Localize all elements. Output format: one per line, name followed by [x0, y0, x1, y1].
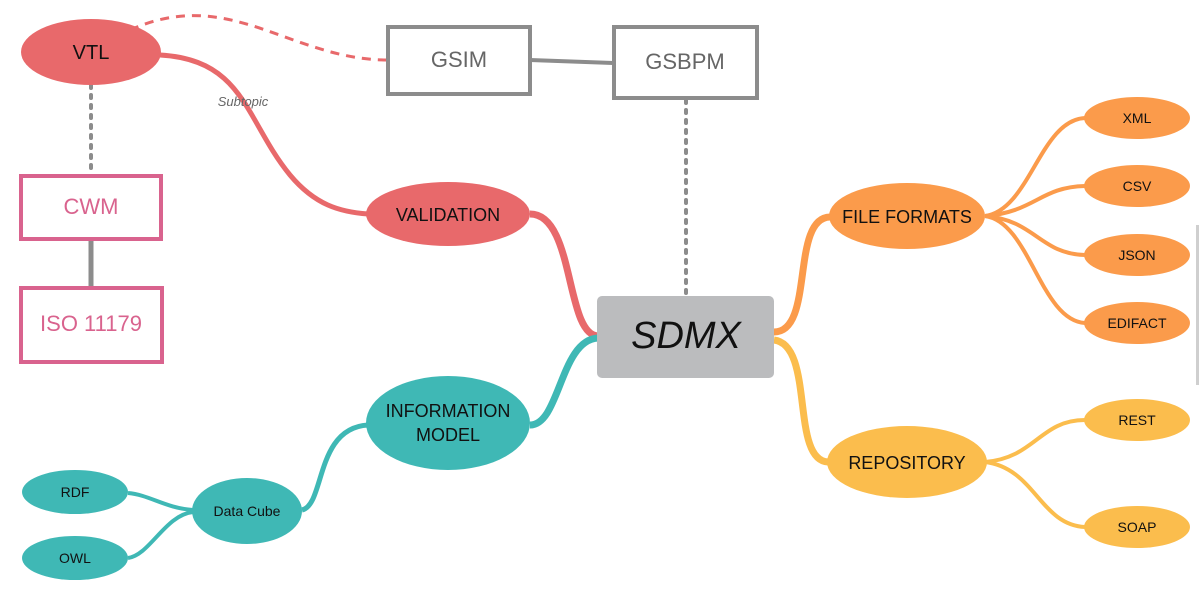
connector-file-formats-edifact	[984, 214, 1086, 325]
node-file-formats-label: FILE FORMATS	[842, 207, 972, 227]
node-validation-label: VALIDATION	[396, 205, 500, 225]
node-json-label: JSON	[1118, 247, 1155, 263]
node-owl-label: OWL	[59, 550, 91, 566]
connector-information-model-data-cube	[300, 422, 369, 513]
node-json[interactable]: JSON	[1084, 234, 1190, 276]
node-rest[interactable]: REST	[1084, 399, 1190, 441]
node-information-model-label-line2: MODEL	[416, 425, 480, 445]
node-edifact-label: EDIFACT	[1107, 315, 1167, 331]
connector-data-cube-owl	[127, 510, 194, 560]
node-gsbpm[interactable]: GSBPM	[612, 25, 759, 100]
node-repository-label: REPOSITORY	[848, 453, 965, 473]
connector-vtl-validation	[159, 52, 369, 217]
node-iso-11179[interactable]: ISO 11179	[19, 286, 164, 364]
node-xml-label: XML	[1123, 110, 1152, 126]
node-owl[interactable]: OWL	[22, 536, 128, 580]
node-gsbpm-label: GSBPM	[645, 49, 724, 74]
node-rest-label: REST	[1118, 412, 1156, 428]
node-cwm-label: CWM	[64, 194, 119, 219]
node-gsim-label: GSIM	[431, 47, 487, 72]
scrollbar-indicator[interactable]	[1196, 225, 1199, 385]
node-cwm[interactable]: CWM	[19, 174, 163, 241]
node-rdf[interactable]: RDF	[22, 470, 128, 514]
connector-sdmx-repository	[773, 336, 829, 466]
connector-file-formats-csv	[984, 184, 1086, 218]
connector-sdmx-file-formats	[773, 213, 831, 336]
connector-repository-soap	[984, 460, 1086, 529]
node-rdf-label: RDF	[61, 484, 90, 500]
connector-data-cube-rdf	[127, 491, 194, 512]
node-csv[interactable]: CSV	[1084, 165, 1190, 207]
node-file-formats[interactable]: FILE FORMATS	[829, 183, 985, 249]
node-soap[interactable]: SOAP	[1084, 506, 1190, 548]
node-csv-label: CSV	[1123, 178, 1152, 194]
connector-file-formats-json	[984, 214, 1086, 257]
connector-vtl-gsim	[129, 14, 389, 62]
connector-repository-rest	[984, 418, 1086, 464]
node-repository[interactable]: REPOSITORY	[827, 426, 987, 498]
node-data-cube-label: Data Cube	[214, 503, 281, 519]
connector-file-formats-xml	[984, 116, 1086, 218]
node-edifact[interactable]: EDIFACT	[1084, 302, 1190, 344]
node-vtl-label: VTL	[73, 42, 110, 64]
node-information-model-label-line1: INFORMATION	[386, 401, 511, 421]
node-iso-11179-label: ISO 11179	[40, 311, 142, 336]
connector-validation-sdmx	[529, 210, 599, 340]
node-soap-label: SOAP	[1118, 519, 1157, 535]
node-sdmx-central[interactable]: SDMX	[597, 296, 774, 378]
node-xml[interactable]: XML	[1084, 97, 1190, 139]
node-gsim[interactable]: GSIM	[386, 25, 532, 96]
connector-gsim-gsbpm	[529, 58, 614, 65]
node-sdmx-label: SDMX	[631, 315, 742, 357]
subtopic-edge-label: Subtopic	[218, 94, 269, 109]
node-vtl[interactable]: VTL	[21, 19, 161, 85]
node-data-cube[interactable]: Data Cube	[192, 478, 302, 544]
node-validation[interactable]: VALIDATION	[366, 182, 530, 246]
node-information-model[interactable]: INFORMATION MODEL	[366, 376, 530, 470]
connector-sdmx-information-model	[529, 334, 599, 429]
